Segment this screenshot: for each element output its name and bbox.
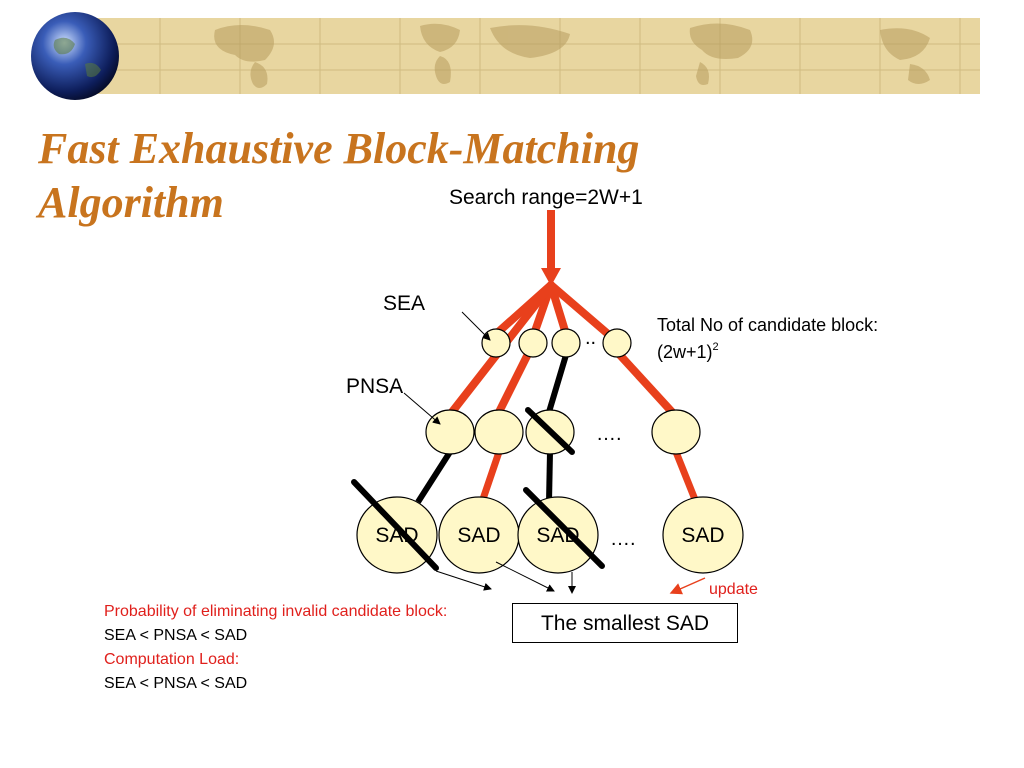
candidate-total-line1: Total No of candidate block:	[657, 315, 878, 335]
result-arrows	[435, 561, 576, 594]
pnsa-to-sad-red-edge-4	[672, 450, 700, 504]
update-arrow	[669, 577, 706, 595]
load-order: SEA < PNSA < SAD	[104, 675, 248, 692]
pnsa-pointer	[403, 392, 441, 425]
pnsa-ellipsis: ….	[596, 423, 622, 445]
elimination-slash	[523, 487, 605, 569]
sea-node	[602, 328, 632, 358]
sad-node-label: SAD	[681, 524, 724, 547]
smallest-sad-box: The smallest SAD	[512, 603, 738, 643]
sea-to-pnsa-black-edge	[546, 354, 569, 413]
sad-nodes: SAD SAD SAD SAD	[356, 496, 744, 574]
probability-heading: Probability of eliminating invalid candi…	[104, 603, 448, 620]
pnsa-node	[425, 409, 475, 455]
load-heading: Computation Load:	[104, 651, 240, 668]
slide-title: Fast Exhaustive Block-Matching Algorithm	[38, 124, 640, 227]
globe-icon	[31, 12, 119, 100]
pnsa-node	[651, 409, 701, 455]
sea-pointer	[461, 311, 491, 341]
sad-node-label: SAD	[457, 524, 500, 547]
search-range-arrow	[541, 210, 561, 286]
pnsa-node	[474, 409, 524, 455]
sea-nodes	[481, 328, 632, 358]
probability-order: SEA < PNSA < SAD	[104, 627, 248, 644]
sea-node	[551, 328, 581, 358]
update-label: update	[709, 581, 758, 598]
sea-ellipsis: ..	[585, 327, 596, 349]
elimination-marks	[351, 407, 605, 571]
pnsa-to-sad-red-edge-2	[478, 450, 503, 504]
notes-block: Probability of eliminating invalid candi…	[104, 600, 494, 696]
sea-label: SEA	[383, 292, 425, 315]
candidate-total-exponent: 2	[713, 341, 719, 353]
pnsa-to-sad-black-edge-3	[546, 451, 553, 503]
world-map-banner	[90, 18, 980, 94]
candidate-total-line2: (2w+1)2	[657, 341, 719, 362]
sea-node	[481, 328, 511, 358]
search-range-label: Search range=2W+1	[449, 186, 643, 209]
sea-node	[518, 328, 548, 358]
elimination-slash	[351, 479, 439, 571]
sad-ellipsis: ….	[610, 528, 636, 550]
pnsa-label: PNSA	[346, 375, 403, 398]
elimination-slash	[525, 407, 575, 455]
pnsa-to-sad-black-edge-1	[415, 450, 453, 504]
